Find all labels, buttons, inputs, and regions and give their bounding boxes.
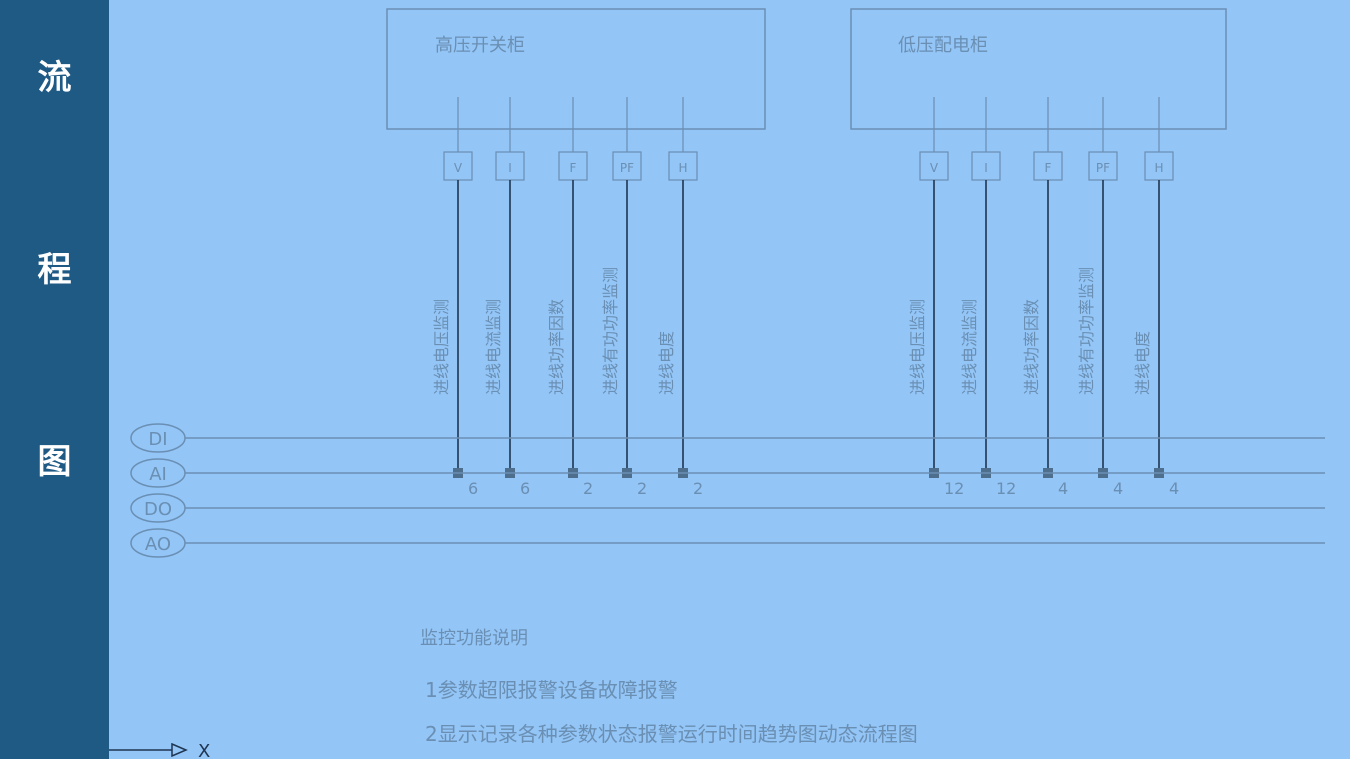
- x-axis-arrow-icon: [171, 742, 188, 758]
- cabinet-title: 高压开关柜: [435, 35, 525, 56]
- channel-tag: F: [570, 161, 577, 175]
- notes-item-2: 2显示记录各种参数状态报警运行时间趋势图动态流程图: [425, 722, 918, 746]
- channel-label: 进线功率因数: [1022, 299, 1041, 395]
- bus-tag-do: [130, 493, 186, 523]
- channel-pf: PF 进线有功功率监测 4: [1077, 97, 1123, 498]
- channel-f: F 进线功率因数 4: [1022, 97, 1068, 498]
- channel-tag: H: [1154, 161, 1163, 175]
- channel-tag: PF: [1096, 161, 1110, 175]
- cabinet-1: 高压开关柜 V 进线电压监测 6 I 进线电流监测 6 F 进线功率因数 2 PF 进线有功功率监测 2…: [386, 8, 766, 498]
- channel-label: 进线电流监测: [960, 299, 979, 395]
- cabinet-2: 低压配电柜 V 进线电压监测 12 I 进线电流监测 12 F 进线功率因数 4 PF 进线有功功率监…: [850, 8, 1227, 498]
- channel-label: 进线电压监测: [908, 299, 927, 395]
- bus-layer: DI AI DO AO: [130, 423, 1325, 558]
- channel-count: 4: [1169, 479, 1179, 498]
- channel-count: 4: [1113, 479, 1123, 498]
- cabinet-box: [850, 8, 1227, 130]
- channel-label: 进线电压监测: [432, 299, 451, 395]
- channel-tag: V: [454, 161, 463, 175]
- channel-count: 2: [693, 479, 703, 498]
- bus-label-di: DI: [148, 429, 167, 450]
- bus-label-do: DO: [144, 499, 172, 520]
- channel-count: 6: [520, 479, 530, 498]
- cabinets-layer: 高压开关柜 V 进线电压监测 6 I 进线电流监测 6 F 进线功率因数 2 PF 进线有功功率监测 2…: [386, 8, 1227, 498]
- sidebar-char-1: 流: [37, 58, 72, 98]
- channel-tag: I: [508, 161, 512, 175]
- cabinet-title: 低压配电柜: [898, 35, 988, 56]
- bus-tag-di: [130, 423, 186, 453]
- sidebar-char-3: 图: [37, 442, 72, 482]
- cabinet-box: [386, 8, 766, 130]
- channel-label: 进线电流监测: [484, 299, 503, 395]
- channel-label: 进线功率因数: [547, 299, 566, 395]
- notes-item-1: 1参数超限报警设备故障报警: [425, 678, 678, 702]
- channel-count: 2: [583, 479, 593, 498]
- bus-tag-ai: [130, 458, 186, 488]
- bus-label-ai: AI: [149, 464, 167, 485]
- channel-tag: PF: [620, 161, 634, 175]
- channel-count: 12: [944, 479, 964, 498]
- channel-tag: I: [984, 161, 988, 175]
- channel-tag: F: [1045, 161, 1052, 175]
- channel-v: V 进线电压监测 12: [908, 97, 964, 498]
- channel-label: 进线电度: [657, 331, 676, 395]
- channel-label: 进线电度: [1133, 331, 1152, 395]
- channel-count: 6: [468, 479, 478, 498]
- channel-count: 2: [637, 479, 647, 498]
- bus-label-ao: AO: [145, 534, 171, 555]
- channel-tag: V: [930, 161, 939, 175]
- channel-count: 4: [1058, 479, 1068, 498]
- channel-label: 进线有功功率监测: [1077, 267, 1096, 395]
- bus-tag-ao: [130, 528, 186, 558]
- x-axis-label: X: [198, 741, 210, 759]
- channel-tag: H: [678, 161, 687, 175]
- sidebar: 流 程 图: [0, 0, 109, 759]
- channel-count: 12: [996, 479, 1016, 498]
- channel-label: 进线有功功率监测: [601, 267, 620, 395]
- notes-heading: 监控功能说明: [420, 628, 528, 649]
- sidebar-char-2: 程: [37, 250, 72, 290]
- channel-pf: PF 进线有功功率监测 2: [601, 97, 647, 498]
